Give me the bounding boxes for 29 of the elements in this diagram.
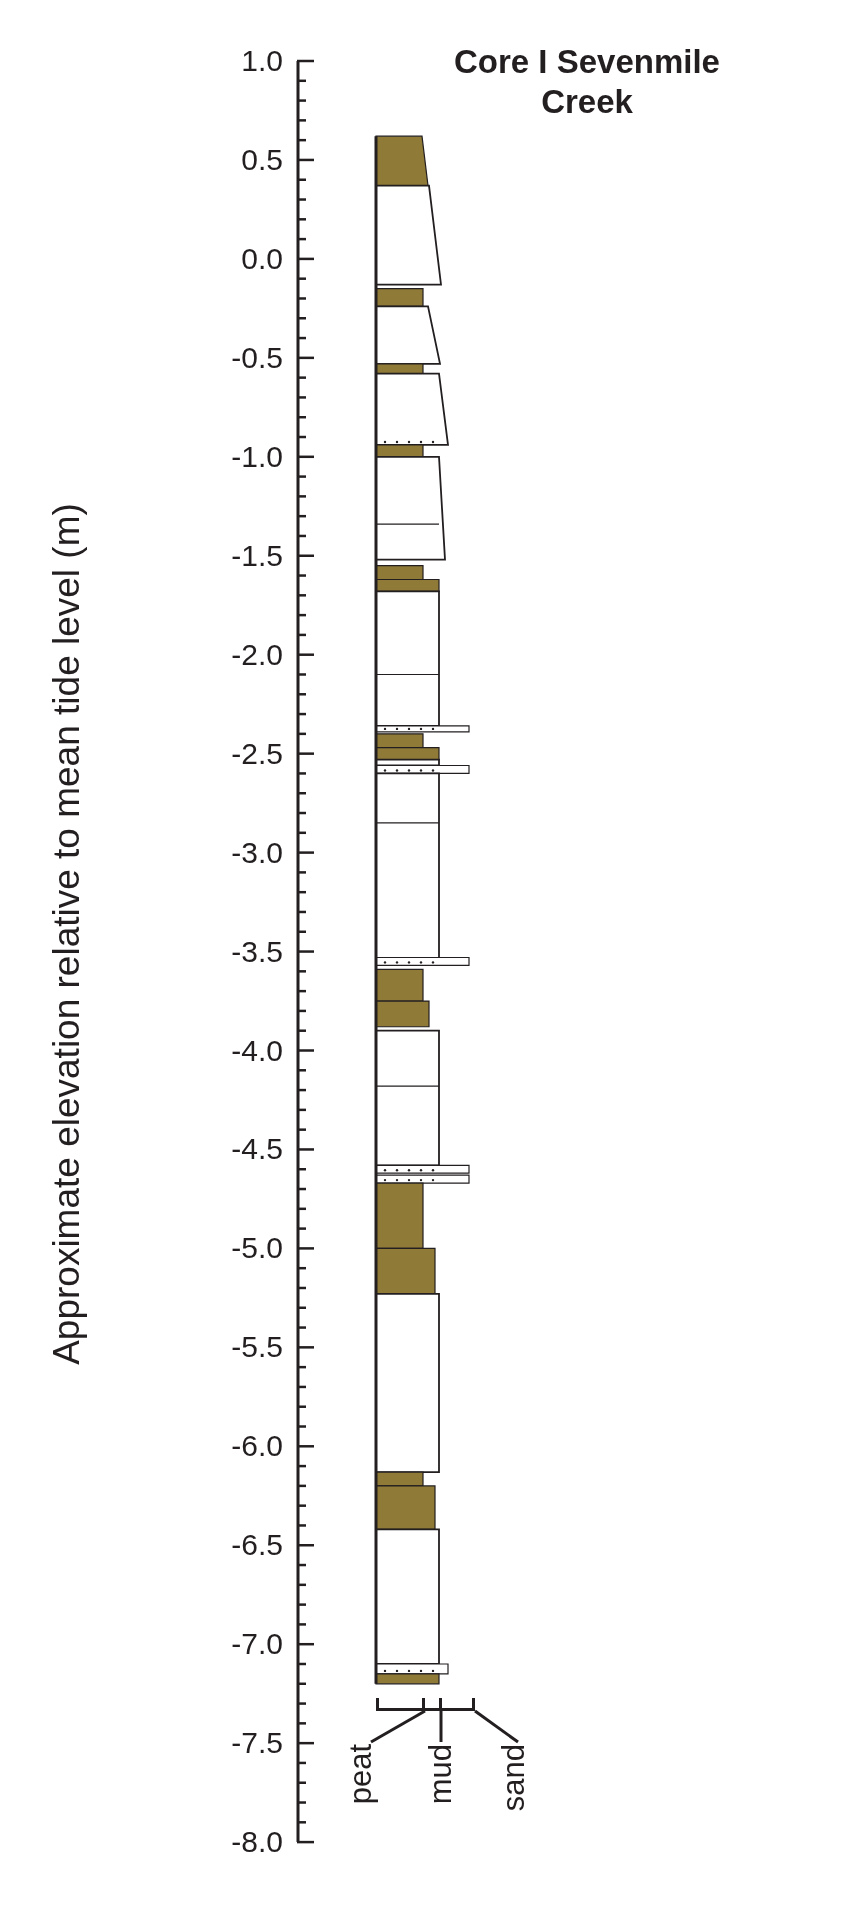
tick-label: -3.5 <box>230 936 283 967</box>
leader-line <box>370 1709 426 1744</box>
tick-label: -0.5 <box>230 342 283 373</box>
tick-label: -6.5 <box>230 1530 283 1561</box>
layer-label: peat <box>345 1744 377 1805</box>
tick-label: -5.5 <box>230 1332 283 1363</box>
layer-label: mud <box>425 1744 457 1805</box>
tick-label: -1.5 <box>230 540 283 571</box>
tick-label: 0.5 <box>240 144 283 175</box>
axis-title: Approximate elevation relative to mean tide level (m) <box>46 503 87 1365</box>
tick-label: -3.0 <box>230 837 283 868</box>
tick-label: -2.5 <box>230 738 283 769</box>
tick-label: -6.0 <box>230 1431 283 1462</box>
tick-label: 0.0 <box>240 243 283 274</box>
tick-label: -4.0 <box>230 1035 283 1066</box>
tick-label: -5.0 <box>230 1233 283 1264</box>
bracket-segment <box>376 1698 425 1711</box>
bracket-segment <box>439 1698 475 1711</box>
tick-label: -1.0 <box>230 441 283 472</box>
chart-title: Core I Sevenmile Creek <box>453 42 721 122</box>
layer-label: sand <box>498 1744 530 1812</box>
tick-label: -7.5 <box>230 1728 283 1759</box>
tick-label: -8.0 <box>230 1827 283 1858</box>
leader-line <box>474 1709 519 1744</box>
tick-label: -4.5 <box>230 1134 283 1165</box>
tick-label: -2.0 <box>230 639 283 670</box>
tick-label: 1.0 <box>240 46 283 76</box>
tick-label: -7.0 <box>230 1629 283 1660</box>
leader-line <box>439 1711 443 1742</box>
